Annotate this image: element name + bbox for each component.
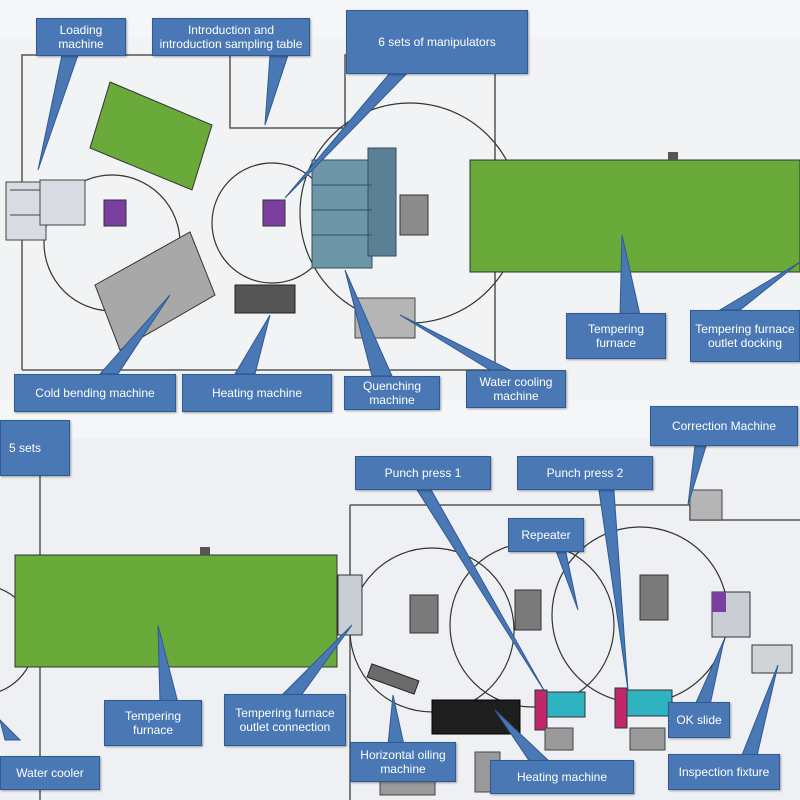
callout-loading-machine: Loading machine	[36, 18, 126, 56]
tempering-outlet-docking-label: Tempering furnace outlet docking	[695, 322, 795, 350]
tempering-outlet-connection-label: Tempering furnace outlet connection	[235, 706, 335, 734]
callout-ok-slide: OK slide	[668, 702, 730, 738]
introduction-table-label: Introduction and introduction sampling t…	[159, 23, 303, 51]
tempering-furnace-top-marker	[668, 152, 678, 160]
correction-machine-block	[689, 489, 723, 521]
cold-bending-table-green	[89, 81, 213, 191]
manipulators-label: 6 sets of manipulators	[378, 35, 496, 49]
callout-repeater: Repeater	[508, 518, 584, 552]
correction-label: Correction Machine	[671, 419, 777, 433]
ok-slide-purple	[712, 592, 726, 612]
callout-water-cooling: Water cooling machine	[466, 370, 566, 408]
outlet-connection-unit	[337, 574, 363, 636]
ok-slide-label: OK slide	[676, 713, 722, 727]
punch-press-1-shape	[534, 689, 586, 731]
heating-top-label: Heating machine	[211, 386, 303, 400]
callout-heating-top: Heating machine	[182, 374, 332, 412]
quenching-machine-shape	[311, 147, 397, 269]
loading-machine-shape	[5, 179, 86, 241]
tempering-bottom-label: Tempering furnace	[124, 709, 182, 737]
callout-inspection-fixture: Inspection fixture	[668, 754, 780, 790]
water-cooler-label: Water cooler	[16, 766, 84, 780]
callout-water-cooler: Water cooler	[0, 756, 100, 790]
horizontal-oiling-shape	[366, 663, 420, 695]
callout-horizontal-oiling: Horizontal oiling machine	[350, 742, 456, 782]
callout-punch-press-1: Punch press 1	[355, 456, 491, 490]
repeater-label: Repeater	[521, 528, 571, 542]
callout-heating-bottom: Heating machine	[490, 760, 634, 794]
callout-tempering-outlet-connection: Tempering furnace outlet connection	[224, 694, 346, 746]
water-cooling-label: Water cooling machine	[479, 375, 553, 403]
quenching-label: Quenching machine	[362, 379, 422, 407]
tempering-furnace-top	[469, 159, 800, 273]
callout-correction: Correction Machine	[650, 406, 798, 446]
callout-cold-bending: Cold bending machine	[14, 374, 176, 412]
callout-five-sets: 5 sets	[0, 420, 70, 476]
callout-introduction-table: Introduction and introduction sampling t…	[152, 18, 310, 56]
callout-tempering-bottom: Tempering furnace	[104, 700, 202, 746]
bottom-manipulators	[409, 574, 669, 634]
punch-press-2-shape	[614, 687, 673, 729]
cold-bending-machine-gray	[94, 231, 216, 351]
inspection-fixture-shape	[751, 644, 793, 674]
heating-machine-top-shape	[234, 284, 296, 314]
heating-machine-bottom-shape	[431, 699, 521, 735]
tempering-furnace-bottom	[14, 554, 338, 668]
punch-press-1-label: Punch press 1	[384, 466, 462, 480]
horizontal-oiling-label: Horizontal oiling machine	[360, 748, 446, 776]
callout-punch-press-2: Punch press 2	[517, 456, 653, 490]
tempering-top-label: Tempering furnace	[587, 322, 645, 350]
inspection-fixture-label: Inspection fixture	[678, 765, 770, 779]
punch-press-2-label: Punch press 2	[546, 466, 624, 480]
five-sets-label: 5 sets	[9, 441, 42, 455]
callout-quenching: Quenching machine	[344, 376, 440, 410]
callout-tempering-outlet-docking: Tempering furnace outlet docking	[690, 310, 800, 362]
callout-tempering-top: Tempering furnace	[566, 313, 666, 359]
cold-bending-label: Cold bending machine	[35, 386, 155, 400]
top-manipulator-heads	[103, 199, 286, 227]
tempering-furnace-bottom-marker	[200, 547, 210, 555]
top-right-manipulator	[399, 194, 429, 236]
bottom-support-blocks	[379, 727, 666, 796]
loading-machine-label: Loading machine	[58, 23, 104, 51]
heating-bottom-label: Heating machine	[516, 770, 608, 784]
callout-manipulators: 6 sets of manipulators	[346, 10, 528, 74]
